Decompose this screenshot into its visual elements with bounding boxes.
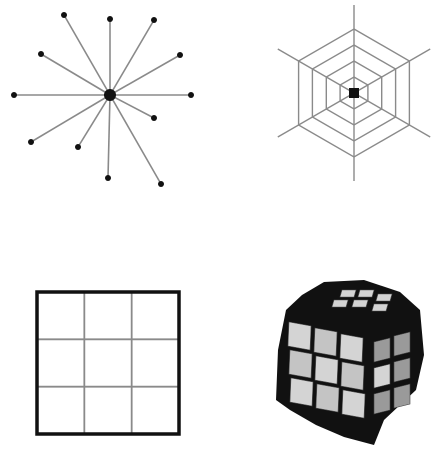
cube-tile — [340, 290, 356, 297]
cube-tile — [374, 338, 390, 362]
cube-tile — [342, 390, 365, 418]
web-spoke — [354, 49, 430, 93]
cube-tile — [332, 300, 348, 307]
starburst-tip-dot — [11, 92, 17, 98]
three-by-three-grid-figure — [0, 240, 224, 450]
cube-tile — [314, 328, 337, 356]
cube-tile — [289, 350, 312, 378]
starburst-spoke — [64, 15, 110, 95]
cube-tile — [374, 390, 390, 414]
cube-tile — [290, 378, 313, 406]
cube-tile — [358, 290, 374, 297]
cube-tile — [372, 304, 388, 311]
starburst-tip-dot — [61, 12, 67, 18]
starburst-spoke — [41, 54, 110, 95]
starburst-spoke — [78, 95, 110, 147]
cube-tile — [316, 384, 339, 412]
starburst-spoke — [110, 55, 180, 95]
spider-web-figure — [224, 0, 448, 220]
warped-cube-figure — [224, 240, 448, 450]
starburst-spoke — [108, 95, 110, 178]
cube-tile — [340, 334, 363, 362]
starburst-tip-dot — [107, 16, 113, 22]
web-spoke — [354, 93, 430, 137]
web-spoke — [278, 49, 354, 93]
starburst-center-dot — [104, 89, 116, 101]
web-spoke — [278, 93, 354, 137]
web-center-node — [349, 88, 359, 98]
starburst-tip-dot — [38, 51, 44, 57]
cube-tile — [315, 356, 338, 384]
starburst-tip-dot — [28, 139, 34, 145]
cube-tile — [376, 294, 392, 301]
grid-outer-frame — [37, 292, 179, 434]
starburst-tip-dot — [75, 144, 81, 150]
starburst-tip-dot — [151, 115, 157, 121]
cube-tile — [374, 364, 390, 388]
cube-tile — [394, 332, 410, 356]
cube-tile — [394, 358, 410, 382]
starburst-spoke — [110, 20, 154, 95]
cube-tile — [352, 300, 368, 307]
starburst-figure — [0, 0, 224, 220]
cube-tile — [394, 384, 410, 408]
starburst-spoke — [31, 95, 110, 142]
starburst-tip-dot — [177, 52, 183, 58]
starburst-tip-dot — [158, 181, 164, 187]
starburst-tip-dot — [151, 17, 157, 23]
starburst-tip-dot — [105, 175, 111, 181]
starburst-tip-dot — [188, 92, 194, 98]
cube-tile — [341, 362, 364, 390]
cube-tile — [288, 322, 311, 350]
